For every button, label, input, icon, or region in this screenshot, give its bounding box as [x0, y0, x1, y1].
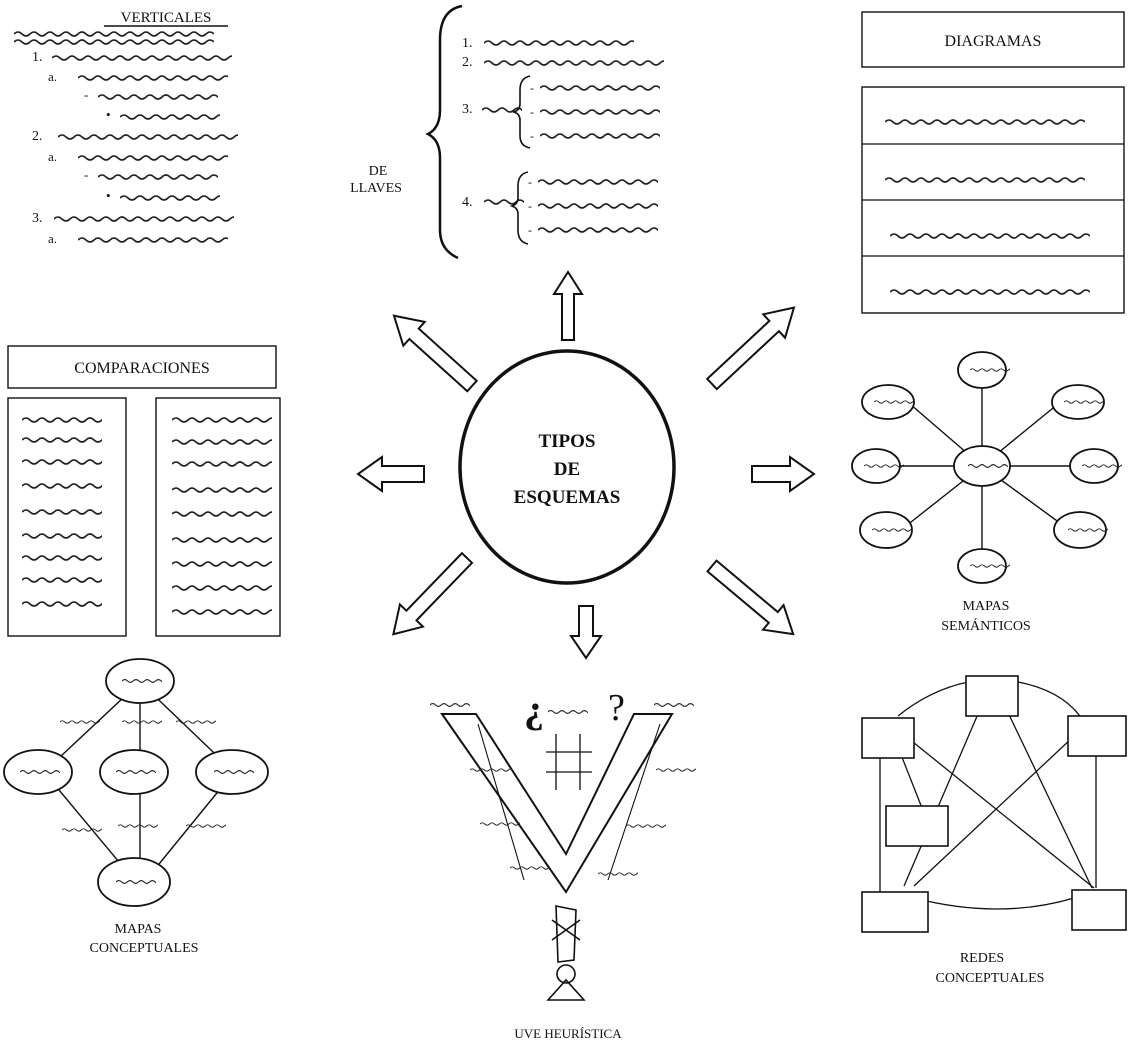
arrow-down-left [392, 551, 474, 636]
arrow-left [356, 455, 425, 493]
verticales-num-2: 2. [32, 129, 43, 144]
uve-question-open: ¿ [524, 686, 544, 731]
llaves-label-1: DE [369, 164, 388, 179]
redes-label-2: CONCEPTUALES [936, 971, 1045, 986]
panel-verticales: VERTICALES 1. a. - • 2. a. - • 3. a. [14, 10, 238, 246]
arrow-up-right [705, 306, 796, 391]
verticales-letter-1: a. [48, 69, 57, 84]
svg-text:-: - [84, 87, 88, 102]
panel-diagramas: DIAGRAMAS [861, 11, 1125, 314]
svg-text:-: - [530, 81, 534, 95]
red-node-bottom-right [1071, 889, 1127, 931]
arrow-down [569, 605, 603, 660]
center-label-1: TIPOS [538, 431, 595, 452]
sem-node-top [957, 351, 1007, 389]
red-node-mid [885, 805, 949, 847]
arrow-up [552, 270, 584, 341]
verticales-num-1: 1. [32, 50, 43, 65]
red-node-left-upper [861, 717, 915, 759]
svg-text:-: - [530, 129, 534, 143]
llaves-label-2: LLAVES [350, 181, 402, 196]
verticales-title: VERTICALES [121, 10, 212, 26]
arrow-down-right [706, 559, 795, 636]
panel-llaves: DE LLAVES 1. 2. 3. - - - 4. - - - [350, 4, 664, 260]
arrow-up-left [392, 314, 479, 393]
uve-ladder [546, 734, 592, 790]
svg-text:•: • [106, 188, 111, 203]
sem-node-bottom [957, 548, 1007, 584]
conc-node-bottom [97, 857, 171, 907]
panel-mapas-conceptuales: MAPAS CONCEPTUALES [3, 658, 269, 956]
red-node-right-upper [1067, 715, 1127, 757]
verticales-letter-2: a. [48, 149, 57, 164]
panel-redes: REDES CONCEPTUALES [861, 675, 1127, 986]
llaves-num-3: 3. [462, 102, 473, 117]
sem-node-br [1053, 511, 1107, 549]
uve-figure-icon [546, 905, 586, 1001]
verticales-letter-3: a. [48, 231, 57, 246]
sem-node-r [1069, 448, 1119, 484]
conc-node-center [99, 749, 169, 795]
mapas-conceptuales-label-2: CONCEPTUALES [90, 941, 199, 956]
verticales-num-3: 3. [32, 211, 43, 226]
panel-comparaciones: COMPARACIONES [7, 345, 281, 637]
llaves-num-1: 1. [462, 36, 473, 51]
mapas-semanticos-label-2: SEMÁNTICOS [941, 617, 1030, 634]
conc-node-top [105, 658, 175, 704]
llaves-num-2: 2. [462, 55, 473, 70]
svg-text:•: • [106, 107, 111, 122]
center-label-2: DE [554, 459, 580, 480]
panel-mapas-semanticos: MAPAS SEMÁNTICOS [851, 351, 1122, 634]
svg-text:-: - [84, 167, 88, 182]
uve-question-close: ? [608, 687, 625, 729]
center-label-3: ESQUEMAS [514, 487, 621, 508]
svg-text:-: - [528, 199, 532, 213]
arrow-right [751, 455, 816, 493]
svg-text:-: - [528, 175, 532, 189]
conc-node-right [195, 749, 269, 795]
conc-node-left [3, 749, 73, 795]
mapas-conceptuales-label-1: MAPAS [115, 922, 162, 937]
svg-text:-: - [530, 105, 534, 119]
red-node-bottom-left [861, 891, 929, 933]
llaves-num-4: 4. [462, 195, 473, 210]
panel-uve: ¿ ? UVE HEURÍSTICA [430, 686, 696, 1041]
diagramas-title: DIAGRAMAS [945, 33, 1042, 50]
sem-node-l [851, 448, 901, 484]
uve-label: UVE HEURÍSTICA [514, 1026, 622, 1041]
center-node: TIPOS DE ESQUEMAS [458, 349, 676, 585]
mapas-semanticos-label-1: MAPAS [963, 599, 1010, 614]
redes-label-1: REDES [960, 951, 1004, 966]
red-node-top [965, 675, 1019, 717]
comparaciones-title: COMPARACIONES [74, 360, 209, 377]
sem-node-center [953, 445, 1011, 487]
svg-text:-: - [528, 223, 532, 237]
uve-arrows [477, 723, 661, 881]
arrows [356, 270, 816, 660]
